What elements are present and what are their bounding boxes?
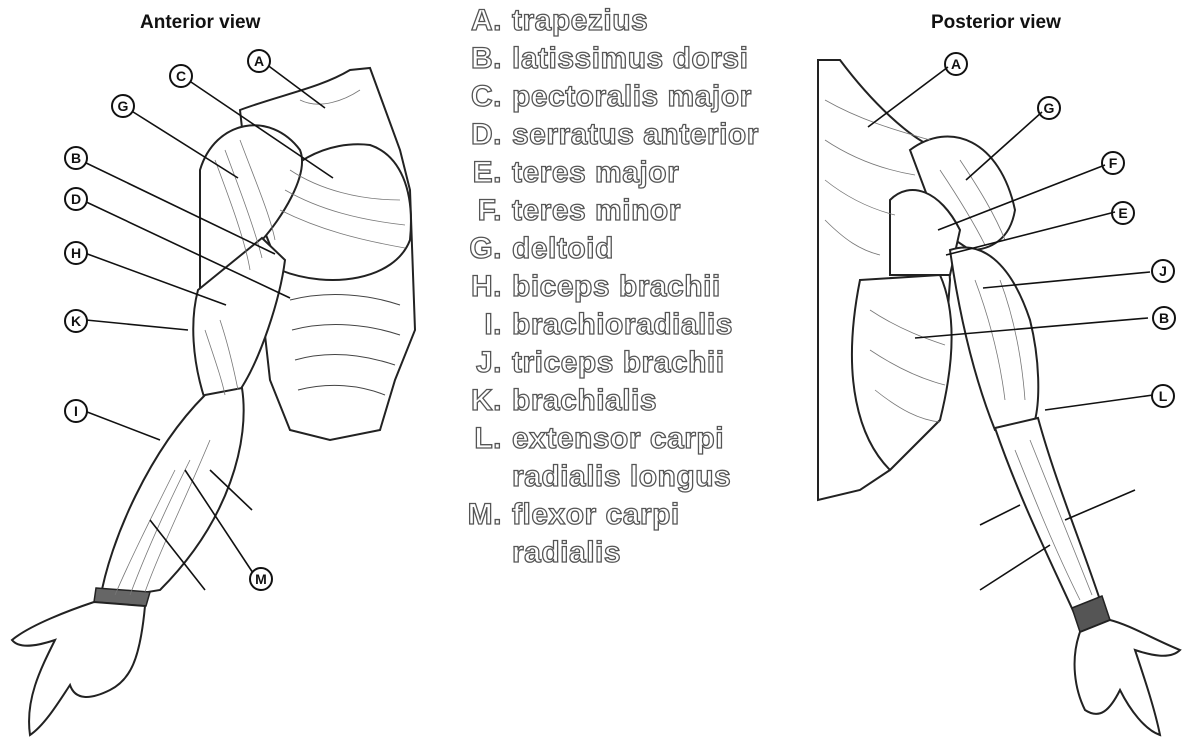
legend-muscle-name: serratus anterior (512, 116, 759, 154)
legend-item: A.trapezius (452, 2, 802, 40)
posterior-callouts (800, 0, 1190, 744)
legend-item: radialis (452, 534, 802, 572)
anterior-callout-m: M (249, 567, 273, 591)
legend-muscle-name: radialis (512, 534, 621, 572)
legend-item: L.extensor carpi (452, 420, 802, 458)
legend-letter: H. (452, 270, 512, 304)
legend-item: C.pectoralis major (452, 78, 802, 116)
legend-letter: B. (452, 42, 512, 76)
legend-muscle-name: pectoralis major (512, 78, 752, 116)
legend-muscle-name: flexor carpi (512, 496, 680, 534)
legend-muscle-name: latissimus dorsi (512, 40, 748, 78)
legend-letter: F. (452, 194, 512, 228)
legend-letter: C. (452, 80, 512, 114)
legend-muscle-name: biceps brachii (512, 268, 721, 306)
legend-muscle-name: brachioradialis (512, 306, 733, 344)
legend-item: radialis longus (452, 458, 802, 496)
legend-item: F.teres minor (452, 192, 802, 230)
legend-item: E.teres major (452, 154, 802, 192)
anterior-callout-g: G (111, 94, 135, 118)
anterior-callouts (0, 0, 430, 744)
legend-muscle-name: deltoid (512, 230, 614, 268)
legend-item: G.deltoid (452, 230, 802, 268)
legend-muscle-name: radialis longus (512, 458, 731, 496)
legend-item: K.brachialis (452, 382, 802, 420)
legend-letter: I. (452, 308, 512, 342)
legend-item: J.triceps brachii (452, 344, 802, 382)
anterior-callout-k: K (64, 309, 88, 333)
legend-letter: L. (452, 422, 512, 456)
anterior-callout-i: I (64, 399, 88, 423)
legend-item: H.biceps brachii (452, 268, 802, 306)
legend-item: D.serratus anterior (452, 116, 802, 154)
legend-muscle-name: extensor carpi (512, 420, 724, 458)
anterior-callout-a: A (247, 49, 271, 73)
legend-muscle-name: teres minor (512, 192, 681, 230)
legend-letter: D. (452, 118, 512, 152)
legend-muscle-name: trapezius (512, 2, 648, 40)
legend-letter: M. (452, 498, 512, 532)
anterior-callout-c: C (169, 64, 193, 88)
legend-muscle-name: triceps brachii (512, 344, 725, 382)
legend-letter: E. (452, 156, 512, 190)
legend-letter: A. (452, 4, 512, 38)
anterior-callout-h: H (64, 241, 88, 265)
legend-muscle-name: brachialis (512, 382, 657, 420)
legend-muscle-name: teres major (512, 154, 679, 192)
legend-letter: K. (452, 384, 512, 418)
legend-item: M.flexor carpi (452, 496, 802, 534)
anterior-callout-b: B (64, 146, 88, 170)
legend-item: B.latissimus dorsi (452, 40, 802, 78)
legend-letter: G. (452, 232, 512, 266)
anterior-callout-d: D (64, 187, 88, 211)
legend-item: I.brachioradialis (452, 306, 802, 344)
legend-letter: J. (452, 346, 512, 380)
